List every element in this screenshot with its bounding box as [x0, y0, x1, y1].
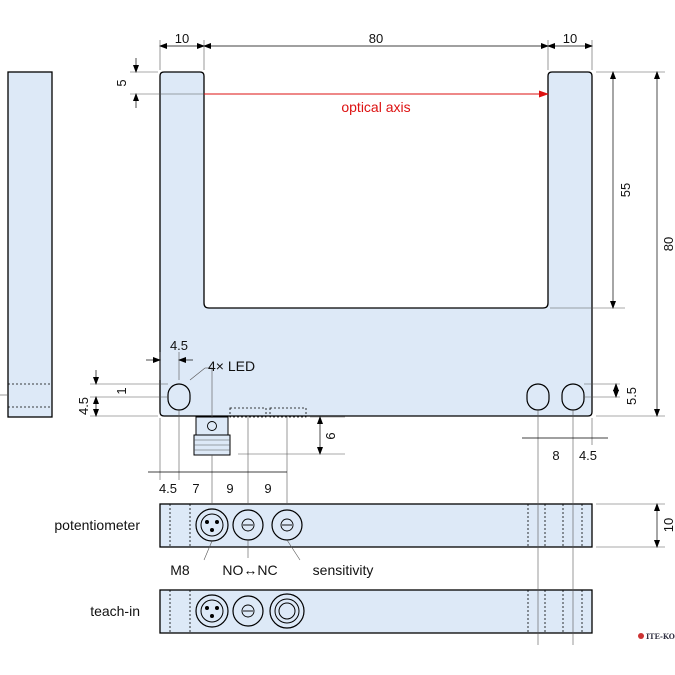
bar-potentiometer — [159, 503, 593, 548]
teach-in-label: teach-in — [90, 603, 140, 619]
no-nc-label: NO↔NC — [222, 562, 277, 578]
dim-total-height: 80 — [661, 237, 675, 251]
dim-bar-height: 10 — [661, 518, 675, 532]
dim-hole-bottom: 4.5 — [76, 397, 91, 415]
led-label: 4× LED — [208, 358, 255, 374]
logo: ITE-KO — [638, 632, 675, 641]
dim-conn-x1: 4.5 — [159, 481, 177, 496]
mount-hole-right-1 — [526, 383, 550, 411]
dim-conn-x2: 7 — [192, 481, 199, 496]
dim-hole-edge: 4.5 — [579, 448, 597, 463]
logo-text: ITE-KO — [646, 632, 675, 641]
dim-top-right: 10 — [563, 31, 577, 46]
dimension-lines — [93, 43, 660, 548]
dim-right-hole-v: 5.5 — [624, 387, 639, 405]
dim-inner-depth: 55 — [618, 183, 633, 197]
bar-teach-in — [159, 589, 593, 634]
dim-conn-depth: 9 — [323, 432, 338, 439]
dim-conn-x3: 9 — [226, 481, 233, 496]
dim-hole-v: 1 — [114, 387, 129, 394]
dim-axis-offset: 5 — [114, 79, 129, 86]
dim-top-mid: 80 — [369, 31, 383, 46]
m8-connector — [193, 416, 231, 456]
optical-axis-label: optical axis — [341, 99, 410, 115]
side-view — [0, 71, 53, 418]
mount-hole-left — [167, 383, 191, 411]
potentiometer-label: potentiometer — [54, 517, 140, 533]
led-window-2 — [269, 407, 307, 418]
dim-led-offset: 4.5 — [170, 338, 188, 353]
m8-label: M8 — [170, 562, 190, 578]
dim-conn-x4: 9 — [264, 481, 271, 496]
sensitivity-label: sensitivity — [313, 562, 374, 578]
dim-top-left: 10 — [175, 31, 189, 46]
mount-hole-right-2 — [561, 383, 585, 411]
u-housing — [159, 71, 593, 417]
led-window-1 — [229, 407, 267, 418]
dim-hole-pitch: 8 — [552, 448, 559, 463]
